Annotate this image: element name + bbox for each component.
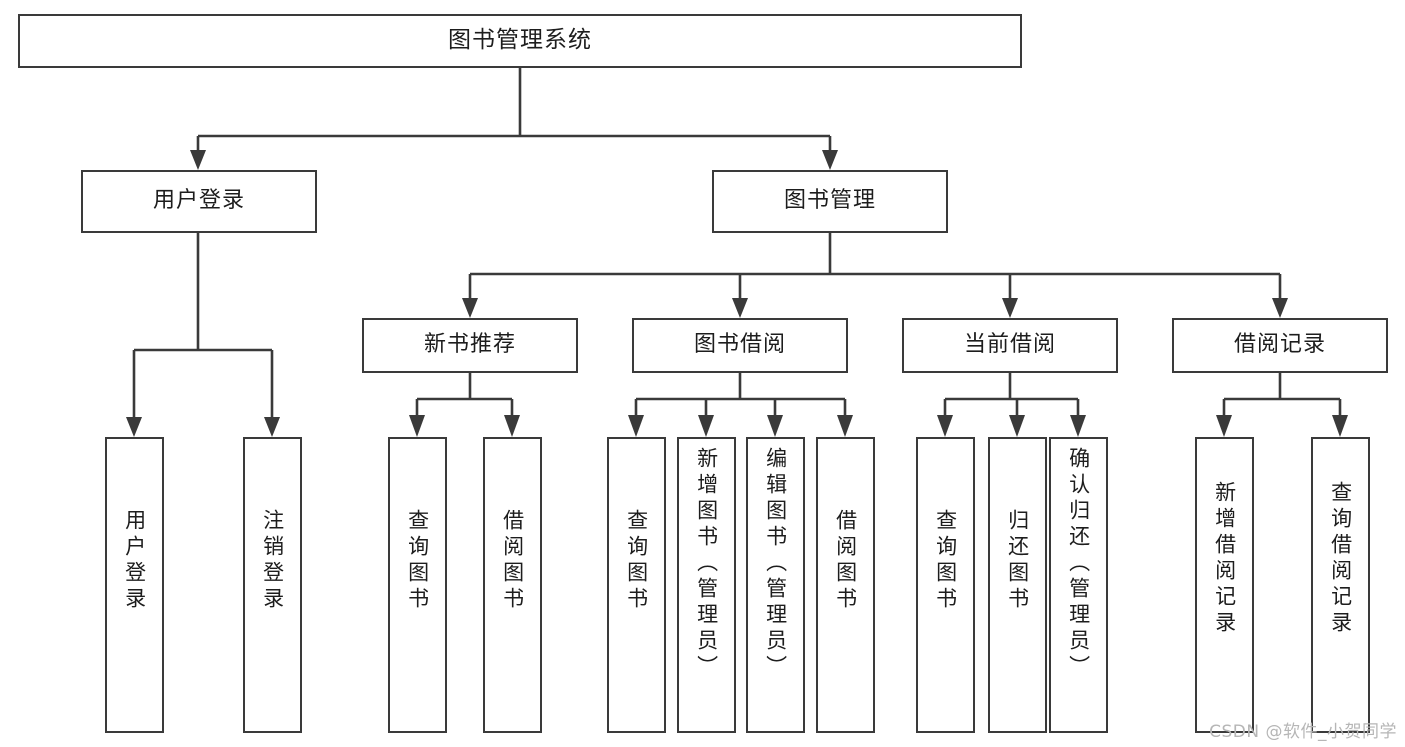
node-leaf-user-login[interactable]: 用户登录 bbox=[105, 437, 164, 733]
node-label: 图书借阅 bbox=[693, 332, 786, 358]
node-new-book-recommendation[interactable]: 新书推荐 bbox=[362, 318, 578, 373]
node-label: 借阅记录 bbox=[1233, 332, 1326, 358]
node-user-login[interactable]: 用户登录 bbox=[81, 170, 317, 233]
arrowhead-bookborrow-leaf1 bbox=[628, 415, 644, 437]
node-label: 查询图书 bbox=[624, 509, 649, 613]
arrowhead-currentborrow-leaf2 bbox=[1009, 415, 1025, 437]
arrowhead-borrowrecord-leaf2 bbox=[1332, 415, 1348, 437]
arrowhead-book-mgmt bbox=[822, 150, 838, 170]
node-label: 图书管理 bbox=[783, 188, 876, 214]
node-leaf-confirm-return-admin[interactable]: 确认归还（管理员） bbox=[1049, 437, 1108, 733]
arrowhead-book-borrow bbox=[732, 298, 748, 318]
arrowhead-bookborrow-leaf2 bbox=[698, 415, 714, 437]
node-label: 借阅图书 bbox=[500, 509, 525, 613]
node-label: 注销登录 bbox=[260, 509, 285, 613]
arrowhead-borrowrecord-leaf1 bbox=[1216, 415, 1232, 437]
arrowhead-newbook-leaf2 bbox=[504, 415, 520, 437]
node-label: 图书管理系统 bbox=[448, 27, 592, 54]
node-leaf-edit-book-admin[interactable]: 编辑图书（管理员） bbox=[746, 437, 805, 733]
node-label: 新增图书（管理员） bbox=[694, 447, 719, 681]
arrowhead-newbook-leaf1 bbox=[409, 415, 425, 437]
arrowhead-userlogin-leaf2 bbox=[264, 417, 280, 437]
node-label: 新书推荐 bbox=[423, 332, 516, 358]
node-label: 当前借阅 bbox=[963, 332, 1056, 358]
node-leaf-bookborrow-borrow-books[interactable]: 借阅图书 bbox=[816, 437, 875, 733]
node-root-book-management-system[interactable]: 图书管理系统 bbox=[18, 14, 1022, 68]
arrowhead-currentborrow-leaf1 bbox=[937, 415, 953, 437]
arrowhead-borrow-record bbox=[1272, 298, 1288, 318]
node-leaf-add-book-admin[interactable]: 新增图书（管理员） bbox=[677, 437, 736, 733]
arrowhead-currentborrow-leaf3 bbox=[1070, 415, 1086, 437]
arrowhead-bookborrow-leaf4 bbox=[837, 415, 853, 437]
csdn-watermark: CSDN @软件_小贺同学 bbox=[1209, 722, 1397, 742]
arrowhead-user-login bbox=[190, 150, 206, 170]
node-label: 确认归还（管理员） bbox=[1066, 447, 1091, 681]
node-borrowing-record[interactable]: 借阅记录 bbox=[1172, 318, 1388, 373]
node-leaf-return-books[interactable]: 归还图书 bbox=[988, 437, 1047, 733]
node-leaf-newbook-query-books[interactable]: 查询图书 bbox=[388, 437, 447, 733]
arrowhead-new-book bbox=[462, 298, 478, 318]
node-label: 编辑图书（管理员） bbox=[763, 447, 788, 681]
arrowhead-current-borrow bbox=[1002, 298, 1018, 318]
node-leaf-newbook-borrow-books[interactable]: 借阅图书 bbox=[483, 437, 542, 733]
node-leaf-add-borrow-record[interactable]: 新增借阅记录 bbox=[1195, 437, 1254, 733]
node-book-borrowing[interactable]: 图书借阅 bbox=[632, 318, 848, 373]
node-book-management[interactable]: 图书管理 bbox=[712, 170, 948, 233]
node-label: 用户登录 bbox=[152, 188, 245, 214]
node-leaf-logout[interactable]: 注销登录 bbox=[243, 437, 302, 733]
node-leaf-query-borrow-record[interactable]: 查询借阅记录 bbox=[1311, 437, 1370, 733]
arrowhead-bookborrow-leaf3 bbox=[767, 415, 783, 437]
node-leaf-bookborrow-query-books[interactable]: 查询图书 bbox=[607, 437, 666, 733]
node-label: 查询图书 bbox=[933, 509, 958, 613]
node-current-borrowing[interactable]: 当前借阅 bbox=[902, 318, 1118, 373]
node-leaf-currentborrow-query-books[interactable]: 查询图书 bbox=[916, 437, 975, 733]
arrowhead-userlogin-leaf1 bbox=[126, 417, 142, 437]
node-label: 查询图书 bbox=[405, 509, 430, 613]
node-label: 用户登录 bbox=[122, 509, 147, 613]
node-label: 借阅图书 bbox=[833, 509, 858, 613]
node-label: 查询借阅记录 bbox=[1328, 481, 1353, 637]
node-label: 新增借阅记录 bbox=[1212, 481, 1237, 637]
node-label: 归还图书 bbox=[1005, 509, 1030, 613]
